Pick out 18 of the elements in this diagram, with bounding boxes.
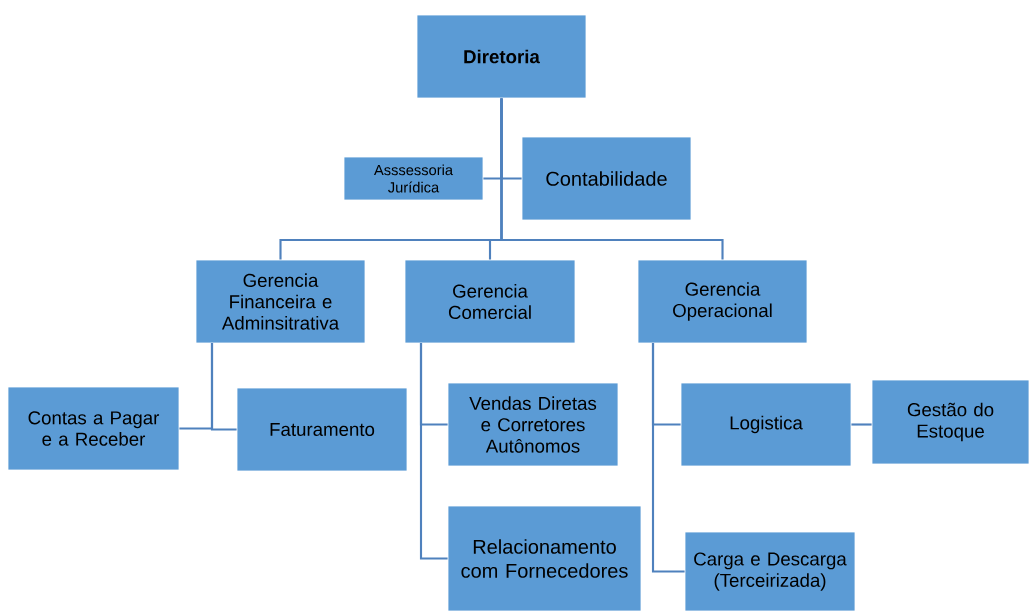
connector-line — [210, 343, 237, 431]
org-box: Contabilidade — [521, 136, 692, 221]
org-box: Carga e Descarga (Terceirizada) — [684, 531, 856, 611]
org-box: Contas a Pagar e a Receber — [7, 386, 180, 471]
org-box: Logistica — [680, 382, 852, 467]
org-box: Relacionamento com Fornecedores — [447, 505, 642, 611]
org-box: Gestão do Estoque — [871, 379, 1029, 465]
org-box: Gerencia Financeira e Adminsitrativa — [195, 259, 366, 344]
connector-line — [851, 423, 872, 426]
connector-line — [419, 343, 448, 560]
org-box: Asssessoria Jurídica — [343, 156, 484, 201]
org-box: Diretoria — [416, 14, 587, 99]
connector-line — [500, 98, 724, 260]
org-box: Gerencia Comercial — [404, 259, 576, 344]
org-box: Vendas Diretas e Corretores Autônomos — [447, 382, 619, 467]
org-box: Gerencia Operacional — [637, 259, 808, 344]
connector-line — [651, 343, 685, 573]
org-box: Faturamento — [236, 387, 408, 472]
